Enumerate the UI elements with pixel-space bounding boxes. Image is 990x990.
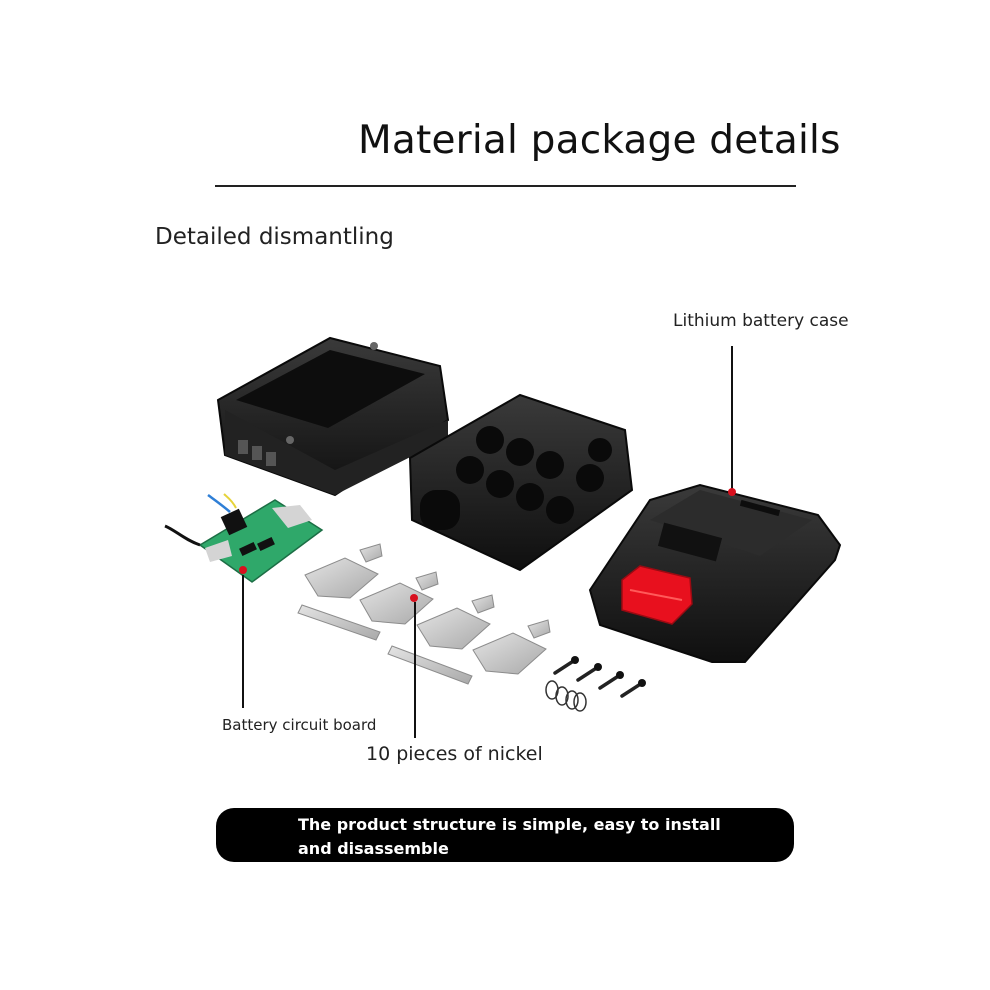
page-title: Material package details bbox=[358, 118, 841, 163]
nickel-marker-dot bbox=[410, 594, 418, 602]
info-banner: The product structure is simple, easy to… bbox=[216, 808, 794, 862]
screws-and-springs bbox=[545, 656, 646, 712]
lithium-battery-case bbox=[588, 483, 842, 663]
banner-text: The product structure is simple, easy to… bbox=[298, 815, 721, 858]
board-marker-dot bbox=[239, 566, 247, 574]
label-lithium-battery-case: Lithium battery case bbox=[673, 311, 849, 331]
battery-top-shell bbox=[216, 336, 450, 497]
title-divider bbox=[215, 185, 796, 187]
section-subtitle: Detailed dismantling bbox=[155, 224, 394, 250]
label-battery-circuit-board: Battery circuit board bbox=[222, 716, 377, 734]
cell-holder-bracket bbox=[408, 393, 634, 572]
callout-leader-lines bbox=[242, 346, 733, 738]
label-nickel-pieces: 10 pieces of nickel bbox=[366, 743, 543, 765]
battery-circuit-board bbox=[164, 493, 324, 583]
case-marker-dot bbox=[728, 488, 736, 496]
